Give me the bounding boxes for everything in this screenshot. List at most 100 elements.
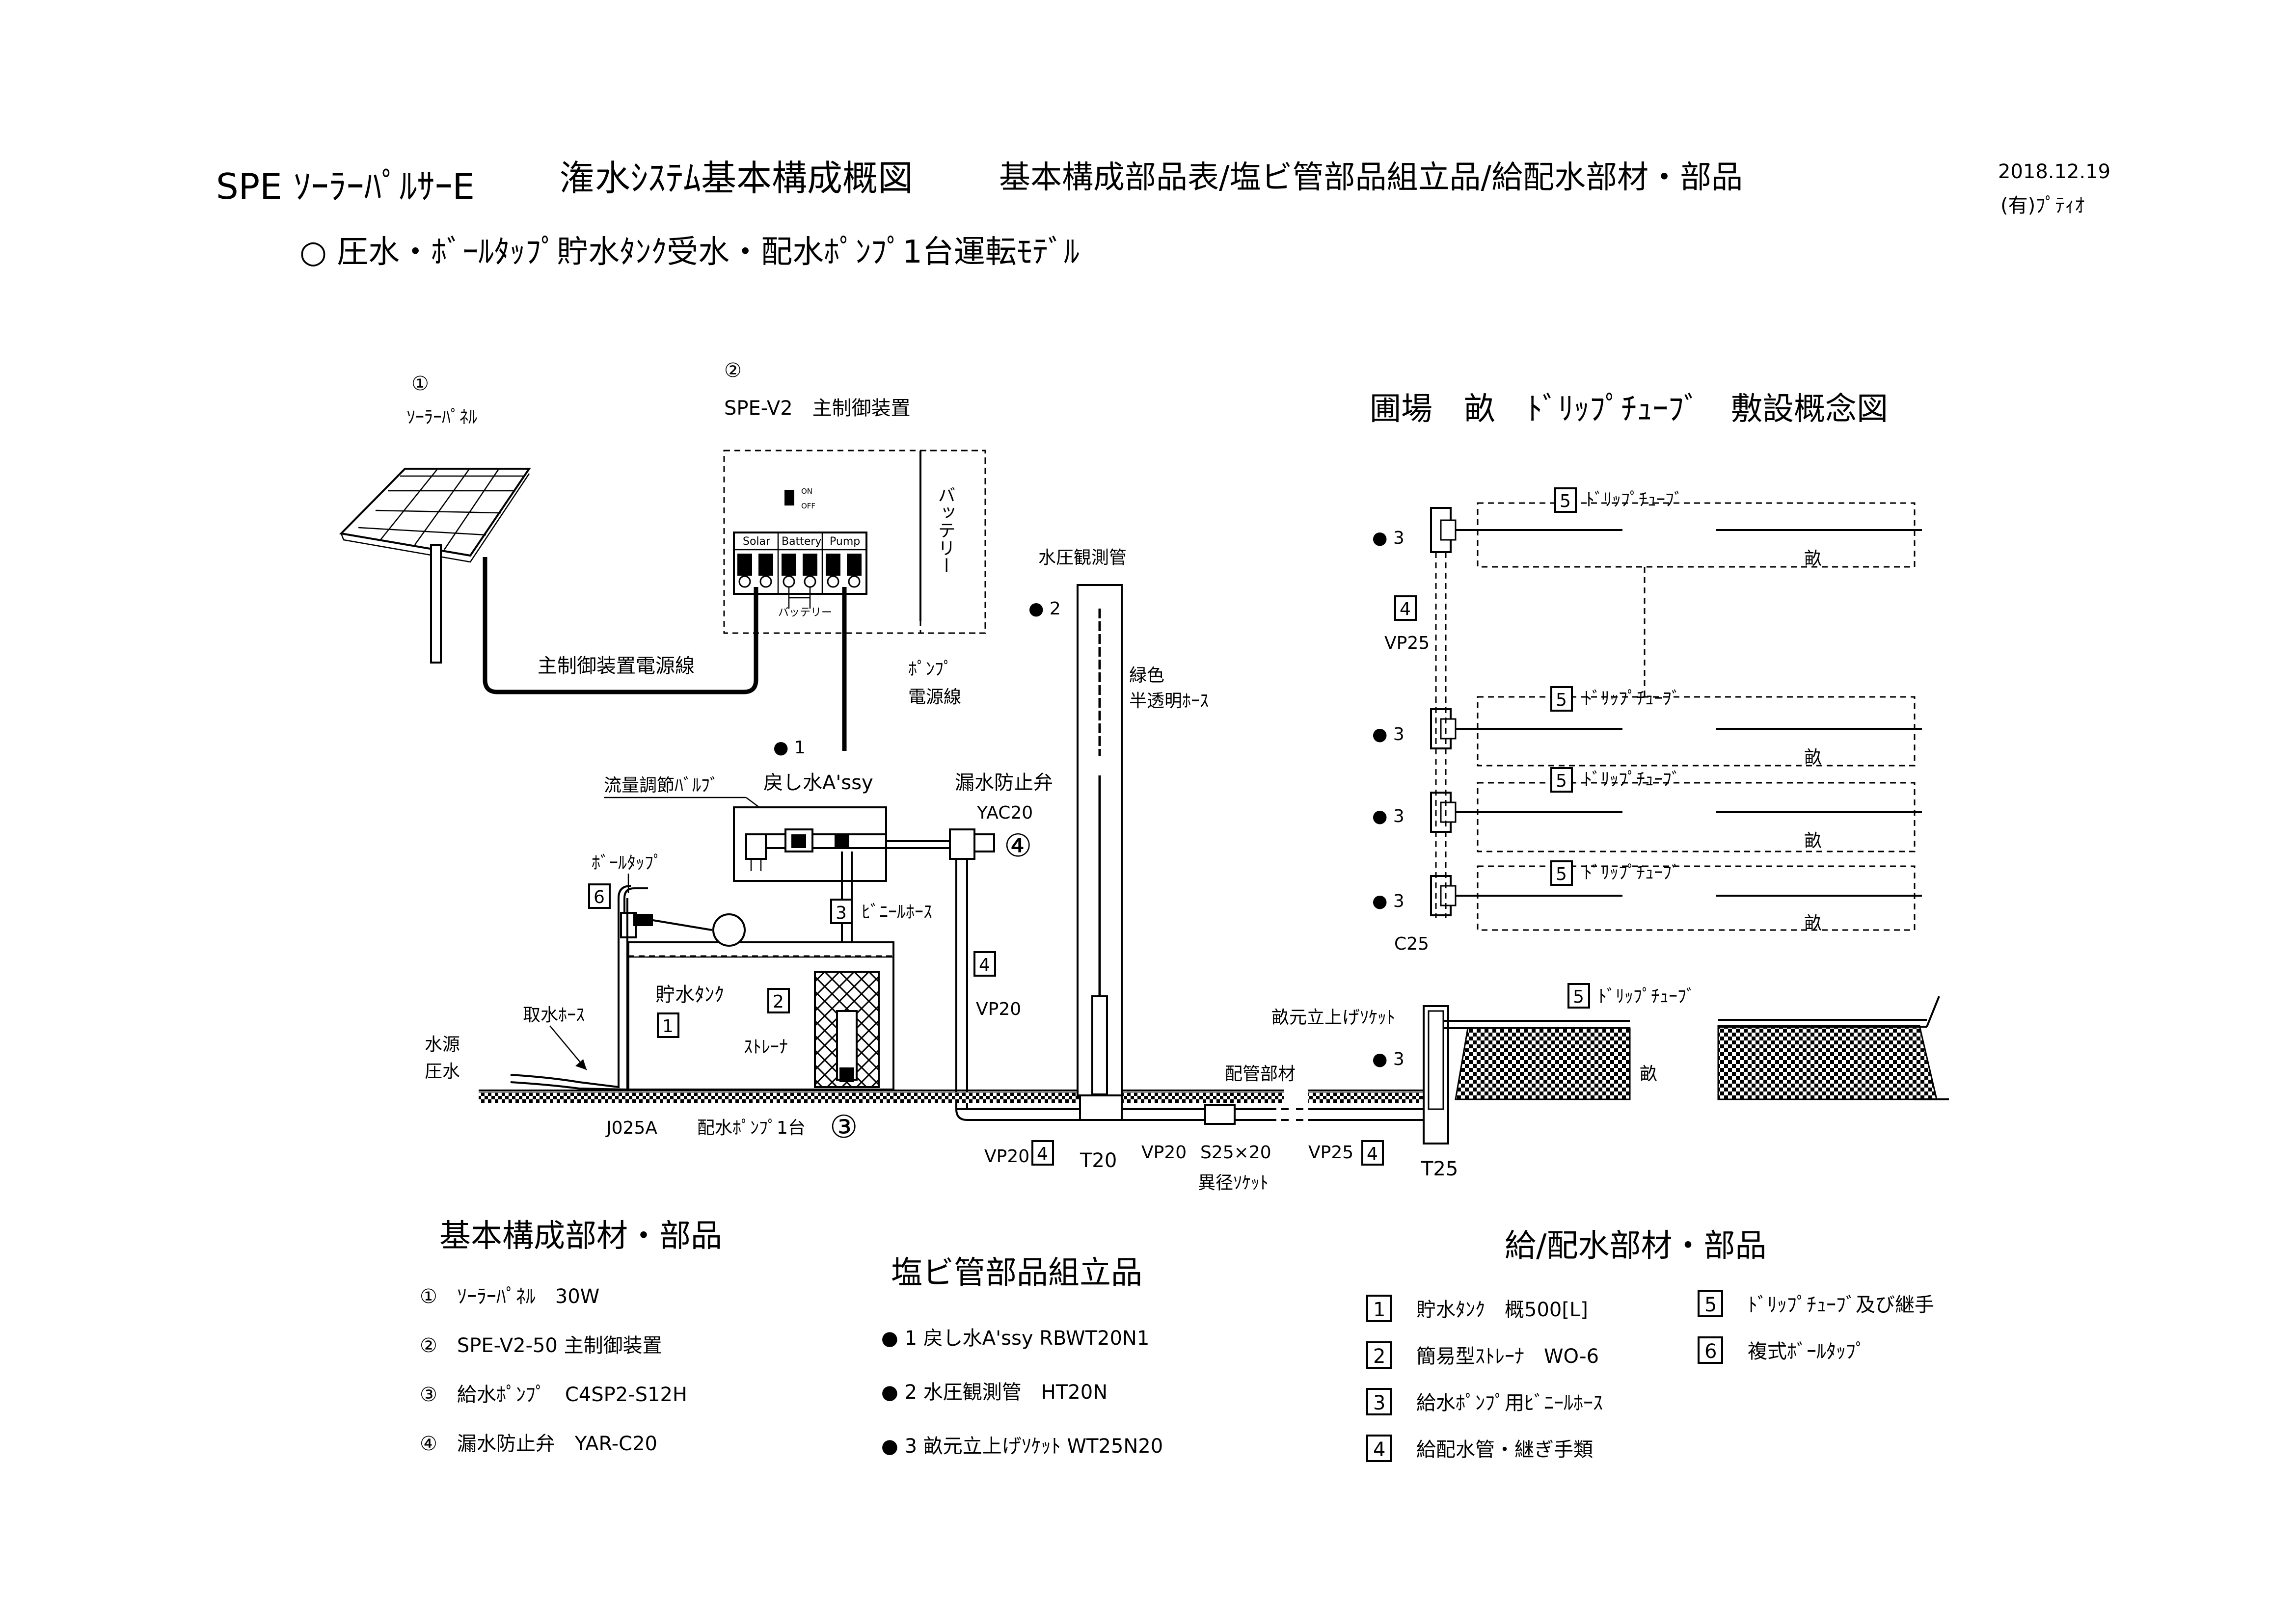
panel-number: ① (411, 372, 429, 395)
c25-label: C25 (1394, 934, 1429, 954)
terminal-battery: Battery (782, 535, 821, 548)
supply-right-num-5: 5 (1704, 1294, 1717, 1316)
controller: ② SPE-V2 主制御装置 バッテリー ON OFF Solar Batter… (723, 359, 986, 751)
panel-label: ｿｰﾗｰﾊﾟﾈﾙ (406, 407, 477, 427)
basic-part-3: ③ 給水ﾎﾟﾝﾌﾟ C4SP2-S12H (420, 1384, 687, 1406)
field-box-4: 4 (1400, 599, 1411, 619)
box-4-vp20: 4 (979, 955, 990, 975)
power-wire-label: 主制御装置電源線 (538, 655, 695, 677)
box-4-c: 4 (1367, 1144, 1378, 1164)
row2-drip-tube: ﾄﾞﾘｯﾌﾟﾁｭｰﾌﾞ (1583, 689, 1680, 709)
basic-parts-list: 基本構成部材・部品 ① ｿｰﾗｰﾊﾟﾈﾙ 30W ② SPE-V2-50 主制御… (420, 1218, 722, 1455)
solar-panel: ① ｿｰﾗｰﾊﾟﾈﾙ 主制御装置電源線 (339, 372, 758, 694)
box-1: 1 (662, 1016, 674, 1037)
supply-parts-title: 給/配水部材・部品 (1505, 1228, 1767, 1264)
return-number: ● 1 (773, 738, 806, 758)
leak-valve-number: ④ (1004, 828, 1032, 864)
leak-valve-model: YAC20 (976, 803, 1033, 823)
field-plan: 圃場 畝 ﾄﾞﾘｯﾌﾟﾁｭｰﾌﾞ 敷設概念図 4 VP25 C25 ● 3 5 … (1370, 391, 1922, 954)
tank: ﾎﾞｰﾙﾀｯﾌﾟ 6 貯水ﾀﾝｸ 1 2 ｽﾄﾚｰﾅ (588, 853, 894, 1091)
dist-pump-number: ③ (830, 1109, 858, 1145)
supply-left-num-1: 1 (1373, 1299, 1385, 1321)
ball-tap-label: ﾎﾞｰﾙﾀｯﾌﾟ (592, 853, 662, 873)
supply-left-1: 貯水ﾀﾝｸ 概500[L] (1416, 1299, 1588, 1321)
s25-label: S25×20 (1200, 1143, 1271, 1163)
leak-valve-label: 漏水防止弁 (955, 772, 1053, 794)
row4-box5: 5 (1556, 864, 1567, 884)
reducer-label: 異径ｿｹｯﾄ (1198, 1173, 1269, 1193)
field-vp25-label: VP25 (1384, 633, 1430, 653)
field-row-4: ● 3 5 ﾄﾞﾘｯﾌﾟﾁｭｰﾌﾞ 畝 (1372, 860, 1922, 933)
pvc-parts-list: 塩ビ管部品組立品 ● 1 戻し水A'ssy RBWT20N1 ● 2 水圧観測管… (881, 1255, 1163, 1458)
row4-riser: ● 3 (1372, 891, 1405, 911)
supply-left-4: 給配水管・継ぎ手類 (1416, 1438, 1593, 1461)
box-4-b: 4 (1037, 1144, 1048, 1164)
supply-left-num-2: 2 (1373, 1345, 1385, 1368)
controller-label: SPE-V2 主制御装置 (724, 397, 911, 420)
pump-wire-label-2: 電源線 (908, 687, 961, 707)
row3-drip-tube: ﾄﾞﾘｯﾌﾟﾁｭｰﾌﾞ (1583, 770, 1680, 790)
company: (有)ﾌﾟﾃｨｵ (2000, 194, 2084, 217)
vp20-label: VP20 (976, 999, 1021, 1019)
row2-furrow: 畝 (1804, 747, 1822, 768)
field-row-3: ● 3 5 ﾄﾞﾘｯﾌﾟﾁｭｰﾌﾞ 畝 (1372, 767, 1922, 852)
row1-riser: ● 3 (1372, 528, 1405, 548)
riser: 畝元立上げｿｹｯﾄ ● 3 T25 畝 5 ﾄﾞﾘｯﾌﾟﾁｭｰﾌﾞ (1271, 983, 1949, 1180)
supply-parts-list: 給/配水部材・部品 1 貯水ﾀﾝｸ 概500[L] 2 簡易型ｽﾄﾚｰﾅ WO-… (1366, 1228, 1934, 1462)
vp25-label: VP25 (1308, 1143, 1353, 1163)
pvc-part-3: ● 3 畝元立上げｿｹｯﾄ WT25N20 (881, 1435, 1163, 1458)
vinyl-hose-label: ﾋﾞﾆｰﾙﾎｰｽ (862, 902, 932, 922)
riser-number: ● 3 (1372, 1049, 1405, 1069)
source-label-2: 圧水 (425, 1062, 460, 1082)
terminal-pump: Pump (830, 535, 860, 548)
row1-furrow: 畝 (1804, 549, 1822, 569)
controller-number: ② (724, 359, 742, 382)
row3-box5: 5 (1556, 771, 1567, 791)
title-sub: 潅水ｼｽﾃﾑ基本構成概図 (560, 158, 913, 199)
battery-box-label: バッテリー (935, 486, 955, 574)
supply-left-3: 給水ﾎﾟﾝﾌﾟ用ﾋﾞﾆｰﾙﾎｰｽ (1416, 1392, 1603, 1414)
gauge-label: 水圧観測管 (1038, 548, 1127, 568)
date: 2018.12.19 (1998, 160, 2110, 183)
source-label-1: 水源 (425, 1035, 460, 1055)
row3-furrow: 畝 (1804, 831, 1822, 851)
supply-left-2: 簡易型ｽﾄﾚｰﾅ WO-6 (1416, 1345, 1599, 1368)
vp20-label-b: VP20 (984, 1146, 1029, 1167)
row4-furrow: 畝 (1804, 913, 1822, 933)
furrow-label: 畝 (1640, 1064, 1657, 1084)
battery-wire-label: バッテリー (778, 607, 832, 619)
flow-valve-label: 流量調節ﾊﾞﾙﾌﾞ (604, 775, 719, 796)
dist-pump-label: 配水ﾎﾟﾝﾌﾟ1台 (697, 1118, 806, 1138)
terminal-solar: Solar (743, 535, 771, 548)
t20-label: T20 (1080, 1149, 1117, 1172)
pipe-material-label: 配管部材 (1225, 1064, 1296, 1084)
return-assy: ● 1 戻し水A'ssy 流量調節ﾊﾞﾙﾌﾞ 漏水防止弁 YAC20 ④ (604, 738, 1053, 882)
basic-parts-title: 基本構成部材・部品 (439, 1218, 722, 1254)
gauge-tube: 水圧観測管 ● 2 緑色 半透明ﾎｰｽ (1028, 548, 1209, 1121)
row1-box5: 5 (1560, 491, 1571, 511)
pvc-part-1: ● 1 戻し水A'ssy RBWT20N1 (881, 1327, 1149, 1350)
box-3: 3 (836, 903, 847, 923)
title-main: SPE ｿｰﾗｰﾊﾟﾙｻｰE (216, 166, 475, 207)
field-plan-title: 圃場 畝 ﾄﾞﾘｯﾌﾟﾁｭｰﾌﾞ 敷設概念図 (1370, 391, 1888, 427)
pvc-parts-title: 塩ビ管部品組立品 (891, 1255, 1142, 1291)
pvc-part-2: ● 2 水圧観測管 HT20N (881, 1381, 1107, 1404)
box-6: 6 (594, 887, 605, 907)
field-row-1: ● 3 5 ﾄﾞﾘｯﾌﾟﾁｭｰﾌﾞ 畝 (1372, 487, 1922, 697)
green-hose-label-2: 半透明ﾎｰｽ (1129, 691, 1209, 711)
supply-left-num-4: 4 (1373, 1438, 1385, 1461)
drip-tube-label: ﾄﾞﾘｯﾌﾟﾁｭｰﾌﾞ (1598, 986, 1695, 1007)
j025a-label: J025A (605, 1118, 657, 1138)
basic-part-4: ④ 漏水防止弁 YAR-C20 (420, 1433, 657, 1455)
row1-drip-tube: ﾄﾞﾘｯﾌﾟﾁｭｰﾌﾞ (1586, 490, 1683, 510)
riser-socket-label: 畝元立上げｿｹｯﾄ (1271, 1008, 1395, 1028)
box-2: 2 (773, 992, 784, 1012)
strainer-label: ｽﾄﾚｰﾅ (744, 1037, 788, 1057)
supply-right-5: ﾄﾞﾘｯﾌﾟﾁｭｰﾌﾞ及び継手 (1748, 1294, 1934, 1316)
box-5: 5 (1573, 987, 1584, 1007)
tank-label: 貯水ﾀﾝｸ (655, 984, 724, 1006)
pump-wire-label-1: ﾎﾟﾝﾌﾟ (908, 659, 952, 679)
header: SPE ｿｰﾗｰﾊﾟﾙｻｰE 潅水ｼｽﾃﾑ基本構成概図 基本構成部品表/塩ビ管部… (216, 158, 2110, 270)
row2-riser: ● 3 (1372, 724, 1405, 745)
